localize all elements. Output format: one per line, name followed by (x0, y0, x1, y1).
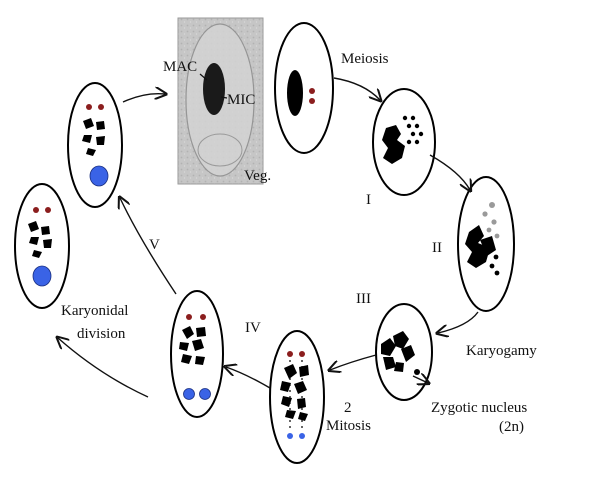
cell-meiosis (274, 22, 334, 154)
label-stage-2: II (432, 240, 442, 256)
label-stage-4: IV (245, 320, 261, 336)
label-karyogamy: Karyogamy (466, 343, 537, 359)
label-zygotic-line1: Zygotic nucleus (431, 400, 527, 416)
arrow-1-to-2 (429, 154, 470, 190)
vegetative-cell-photo (177, 17, 264, 185)
cycle-arrows (58, 77, 479, 398)
label-stage-5: V (149, 237, 160, 253)
new-macronucleus (199, 388, 211, 400)
label-mic: MIC (227, 92, 255, 108)
arrow-4-to-5 (226, 367, 271, 389)
new-macronucleus (89, 165, 109, 187)
arrow-karyonidal (58, 338, 149, 398)
arrow-2-to-3 (438, 311, 479, 333)
label-meiosis: Meiosis (341, 51, 389, 67)
label-mitosis: Mitosis (326, 418, 371, 434)
cell-new-macronuclei (170, 290, 224, 418)
macronucleus-photo (203, 63, 225, 115)
cell-stage-1 (372, 88, 436, 196)
macronucleus-fragments (465, 225, 490, 268)
cell-stage-2 (457, 176, 515, 312)
zygotic-nucleus (414, 369, 420, 375)
text-labels: MAC MIC Veg. Meiosis I II III IV V Karyo… (61, 51, 537, 435)
arrow-meiosis-to-1 (333, 77, 380, 100)
cell-stage-4 (269, 330, 325, 464)
label-veg: Veg. (244, 168, 271, 184)
label-mac: MAC (163, 59, 197, 75)
label-karyonidal-line1: Karyonidal (61, 303, 128, 319)
arrow-zygotic-pointer (412, 376, 428, 383)
label-mitosis-count: 2 (344, 400, 352, 416)
macronucleus-fragments (381, 331, 415, 372)
arrow-5-to-upper (120, 198, 177, 295)
arrow-to-veg (122, 94, 165, 103)
new-macronucleus (183, 388, 195, 400)
new-macronucleus (32, 265, 52, 287)
macronucleus-fragmenting (382, 125, 405, 164)
label-stage-1: I (366, 192, 371, 208)
label-zygotic-line2: (2n) (499, 419, 524, 435)
meiotic-products (402, 115, 424, 145)
micronucleus (309, 88, 315, 94)
cell-karyonide-upper (67, 82, 123, 208)
macronucleus (287, 70, 303, 116)
cell-stage-3 (375, 303, 433, 401)
macronucleus-fragments (280, 364, 309, 421)
label-pointers (199, 73, 228, 99)
label-karyonidal-line2: division (77, 326, 126, 342)
degenerating-products (482, 202, 500, 239)
micronucleus (309, 98, 315, 104)
cell-karyonide-left (14, 183, 70, 309)
label-stage-3: III (356, 291, 371, 307)
macronucleus-fragments (179, 326, 206, 365)
arrow-3-to-4 (330, 354, 377, 370)
